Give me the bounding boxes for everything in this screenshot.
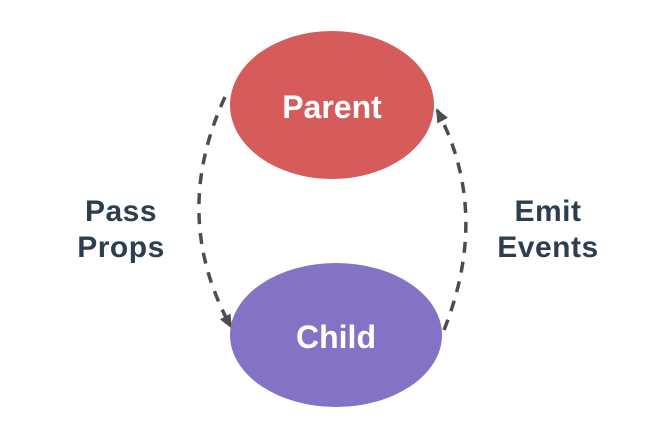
parent-node: [230, 31, 434, 179]
parent-node-label: Parent: [282, 89, 382, 125]
pass-props-arrow: [197, 96, 233, 329]
emit-events-arrow: [435, 108, 468, 331]
child-node: [230, 263, 442, 407]
child-node-label: Child: [296, 319, 376, 355]
pass-props-label: Pass Props: [77, 195, 165, 264]
emit-events-label: Emit Events: [497, 195, 599, 264]
